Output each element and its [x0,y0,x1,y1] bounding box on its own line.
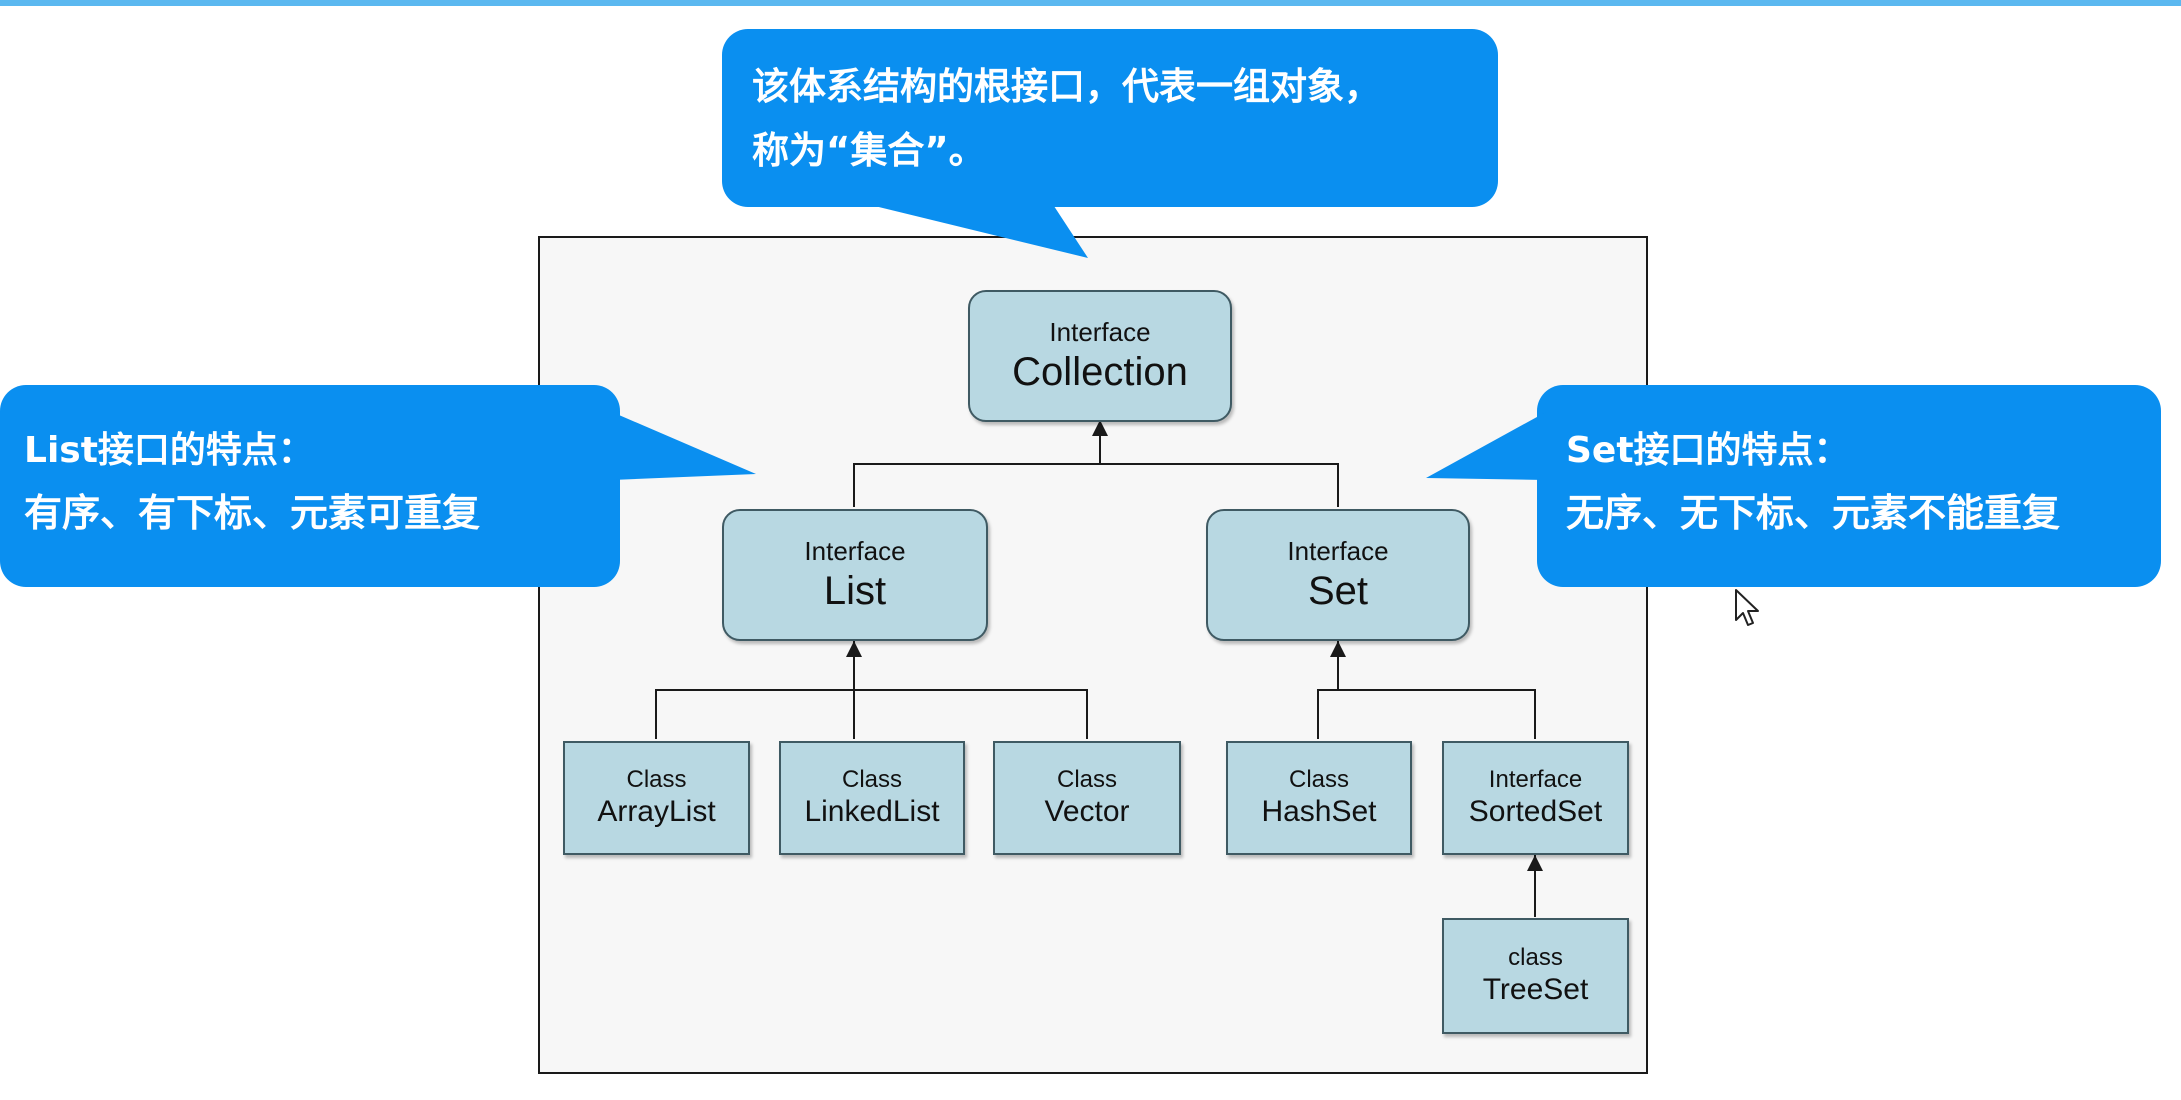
connector-sortedset-to-set [1338,689,1536,739]
connector-vector-to-list [854,689,1088,739]
callout-list-desc: 有序、有下标、元素可重复 [24,491,481,535]
node-set: Interface Set [1206,509,1470,641]
callout-set-text: Set接口的特点： 无序、无下标、元素不能重复 [1566,424,2060,548]
node-hashset: Class HashSet [1226,741,1412,855]
node-kind: Class [841,766,902,794]
node-vector: Class Vector [993,741,1181,855]
node-kind: Interface [1049,317,1151,348]
node-name: SortedSet [1468,795,1603,829]
connector-list-to-collection [853,463,1100,507]
node-name: ArrayList [597,795,716,829]
callout-list-bubble [0,385,756,587]
node-kind: Interface [1287,536,1389,567]
connector-arraylist-to-list [655,689,854,739]
node-name: LinkedList [804,795,940,829]
node-kind: Class [1288,766,1349,794]
callout-set-desc: 无序、无下标、元素不能重复 [1566,491,2061,535]
node-name: Collection [1012,349,1188,394]
node-arraylist: Class ArrayList [563,741,750,855]
node-sortedset: Interface SortedSet [1442,741,1629,855]
node-list: Interface List [722,509,988,641]
callout-root-text: 该体系结构的根接口，代表一组对象， 称为“集合”。 [752,55,1381,183]
node-collection: Interface Collection [968,290,1232,422]
callout-root-line2: 称为“集合”。 [752,129,986,172]
node-kind: Interface [804,536,906,567]
node-kind: class [1508,944,1563,972]
callout-root-bubble [722,29,1498,258]
node-kind: Interface [1488,766,1583,794]
mouse-cursor-icon [1735,589,1759,626]
node-kind: Class [626,766,687,794]
node-name: TreeSet [1482,973,1589,1007]
connector-hashset-to-set [1317,689,1338,739]
callout-set-bubble [1426,385,2161,587]
node-name: HashSet [1261,795,1377,829]
callout-set-title: Set接口的特点： [1566,430,1850,471]
top-accent-bar [0,0,2181,6]
callout-root-line1: 该体系结构的根接口，代表一组对象， [752,65,1381,108]
node-linkedlist: Class LinkedList [779,741,965,855]
node-name: Vector [1044,795,1130,829]
node-kind: Class [1056,766,1117,794]
callout-list-text: List接口的特点： 有序、有下标、元素可重复 [24,424,480,548]
node-name: List [823,568,887,613]
node-name: Set [1307,568,1369,613]
node-treeset: class TreeSet [1442,918,1629,1034]
connector-set-to-collection [1100,463,1339,507]
callout-list-title: List接口的特点： [24,430,314,471]
